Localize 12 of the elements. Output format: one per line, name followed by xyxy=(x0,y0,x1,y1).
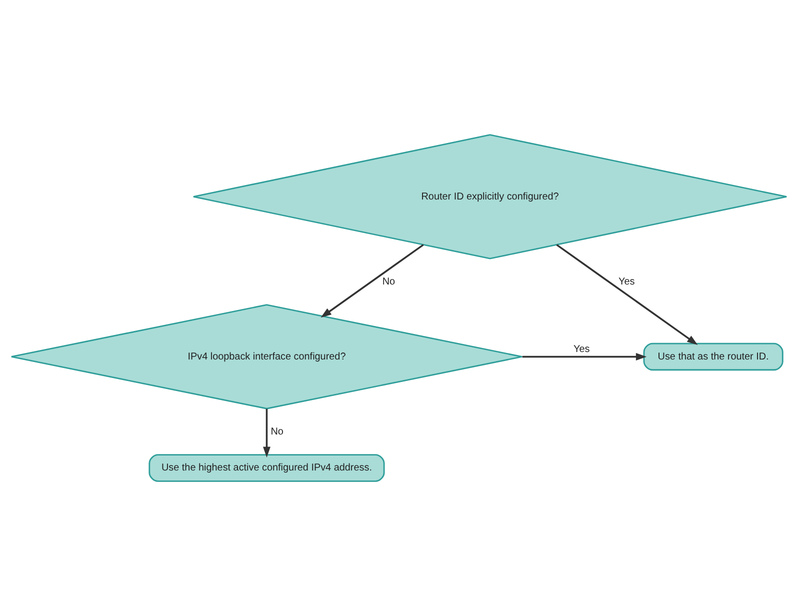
node-box: Use the highest active configured IPv4 address. xyxy=(148,454,385,482)
node-diamond: IPv4 loopback interface configured? xyxy=(10,304,523,409)
node-diamond: Router ID explicitly configured? xyxy=(192,134,788,259)
arrow xyxy=(320,244,424,318)
edge-label: Yes xyxy=(618,276,635,287)
edge-label: No xyxy=(270,426,284,437)
edge-label: Yes xyxy=(574,343,590,354)
node-box: Use that as the router ID. xyxy=(643,342,784,370)
arrow xyxy=(263,408,270,457)
edge-label: No xyxy=(382,276,396,287)
arrow xyxy=(556,244,698,344)
arrow xyxy=(522,352,647,360)
